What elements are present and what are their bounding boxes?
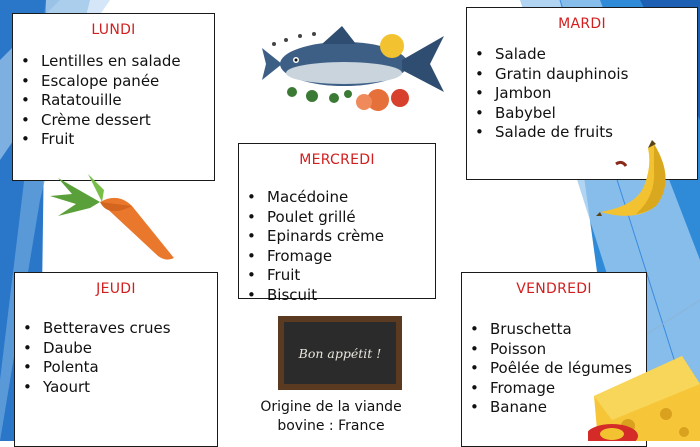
list-item: Betteraves crues (23, 319, 217, 339)
fish-icon (262, 26, 444, 111)
list-item: Daube (23, 339, 217, 359)
list-item: Lentilles en salade (21, 52, 214, 72)
menu-card-vendredi: VENDREDI Bruschetta Poisson Poêlée de lé… (461, 272, 647, 447)
day-title-vendredi: VENDREDI (516, 281, 592, 297)
list-item: Poêlée de légumes (470, 359, 646, 379)
day-title-mercredi: MERCREDI (299, 152, 375, 168)
menu-list-vendredi: Bruschetta Poisson Poêlée de légumes Fro… (462, 320, 646, 418)
origin-line-2: bovine : France (277, 418, 385, 434)
menu-card-mercredi: MERCREDI Macédoine Poulet grillé Epinard… (238, 143, 436, 305)
list-item: Jambon (475, 84, 697, 104)
list-item: Poisson (470, 340, 646, 360)
list-item: Biscuit (247, 286, 435, 306)
menu-list-jeudi: Betteraves crues Daube Polenta Yaourt (15, 319, 217, 397)
list-item: Salade (475, 45, 697, 65)
list-item: Fruit (247, 266, 435, 286)
list-item: Epinards crème (247, 227, 435, 247)
menu-card-jeudi: JEUDI Betteraves crues Daube Polenta Yao… (14, 272, 218, 447)
list-item: Gratin dauphinois (475, 65, 697, 85)
list-item: Escalope panée (21, 72, 214, 92)
menu-list-mercredi: Macédoine Poulet grillé Epinards crème F… (239, 188, 435, 306)
menu-list-lundi: Lentilles en salade Escalope panée Ratat… (13, 52, 214, 150)
banana-icon (596, 140, 666, 216)
list-item: Macédoine (247, 188, 435, 208)
menu-card-lundi: LUNDI Lentilles en salade Escalope panée… (12, 13, 215, 181)
list-item: Salade de fruits (475, 123, 697, 143)
list-item: Crème dessert (21, 111, 214, 131)
list-item: Banane (470, 398, 646, 418)
list-item: Poulet grillé (247, 208, 435, 228)
day-title-jeudi: JEUDI (96, 281, 136, 297)
list-item: Yaourt (23, 378, 217, 398)
meat-origin-note: Origine de la viande bovine : France (236, 398, 426, 436)
list-item: Polenta (23, 358, 217, 378)
origin-line-1: Origine de la viande (260, 399, 402, 415)
list-item: Bruschetta (470, 320, 646, 340)
menu-card-mardi: MARDI Salade Gratin dauphinois Jambon Ba… (466, 7, 698, 180)
list-item: Fromage (247, 247, 435, 267)
cheese-icon (588, 356, 700, 441)
list-item: Fruit (21, 130, 214, 150)
list-item: Babybel (475, 104, 697, 124)
chalkboard-text: Bon appétit ! (284, 322, 396, 384)
list-item: Ratatouille (21, 91, 214, 111)
carrot-icon (50, 174, 174, 260)
chalkboard: Bon appétit ! (278, 316, 402, 390)
day-title-mardi: MARDI (558, 16, 606, 32)
list-item: Fromage (470, 379, 646, 399)
day-title-lundi: LUNDI (91, 22, 136, 38)
menu-list-mardi: Salade Gratin dauphinois Jambon Babybel … (467, 45, 697, 143)
